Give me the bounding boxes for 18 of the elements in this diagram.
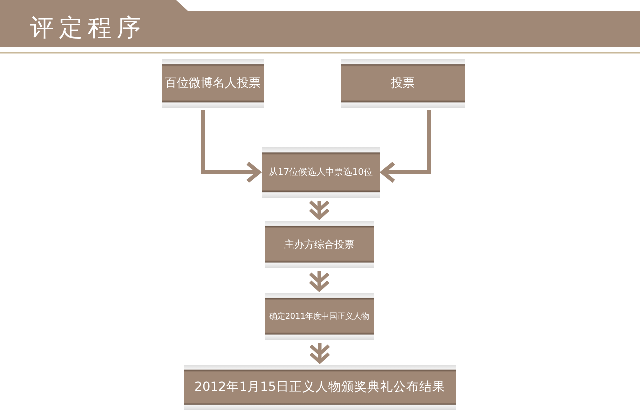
arrow <box>309 341 331 364</box>
arrow <box>308 269 330 292</box>
arrow <box>308 199 330 220</box>
box-label: 确定2011年度中国正义人物 <box>269 311 370 322</box>
box-label: 从17位候选人中票选10位 <box>269 166 373 179</box>
box-label: 投票 <box>391 75 415 92</box>
process-box <box>162 59 264 108</box>
process-box <box>184 365 456 410</box>
box-label: 2012年1月15日正义人物颁奖典礼公布结果 <box>194 379 446 396</box>
box-label: 百位微博名人投票 <box>165 75 261 92</box>
process-box <box>262 147 380 198</box>
title: 评定程序 <box>30 13 146 44</box>
process-box <box>341 59 465 108</box>
process-box <box>265 293 374 340</box>
process-box <box>265 221 374 268</box>
box-label: 主办方综合投票 <box>284 238 354 252</box>
arrow <box>380 108 431 184</box>
arrow <box>201 108 262 184</box>
